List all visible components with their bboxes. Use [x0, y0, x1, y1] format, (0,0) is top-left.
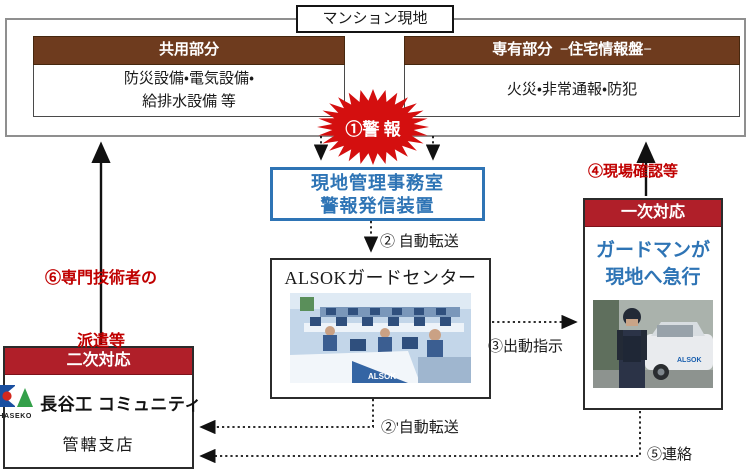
primary-response-message: ガードマンが 現地へ急行	[585, 237, 721, 291]
office-transmitter-box: 現地管理事務室 警報発信装置	[270, 167, 485, 221]
haseko-logo-mark	[0, 385, 34, 407]
office-line1: 現地管理事務室	[311, 173, 444, 193]
site-title-label: マンション現地	[322, 11, 428, 27]
step6-line2: 派遣等	[76, 333, 125, 350]
svg-text:ALSOK: ALSOK	[368, 372, 396, 381]
guard-center-box: ALSOKガードセンター	[270, 258, 491, 399]
starburst-shape	[317, 89, 429, 165]
private-area-header: 専有部分 −住宅情報盤−	[404, 36, 740, 65]
common-area-line1: 防災設備・電気設備・	[123, 71, 255, 87]
primary-response-box: 一次対応 ガードマンが 現地へ急行 ALSOK	[583, 198, 723, 410]
primary-response-header: 一次対応	[585, 200, 721, 227]
secondary-response-header: 二次対応	[5, 348, 192, 375]
alarm-label: ①警 報	[345, 119, 401, 139]
branch-label: 管轄支店	[62, 437, 135, 454]
primary-line1: ガードマンが	[595, 240, 710, 261]
private-area-box: 専有部分 −住宅情報盤− 火災・非常通報・防犯	[404, 36, 740, 117]
step2-label: ② 自動転送	[380, 234, 459, 250]
step3-label: ③出動指示	[488, 339, 564, 355]
primary-line2: 現地へ急行	[605, 267, 701, 288]
office-line2: 警報発信装置	[320, 196, 435, 216]
guard-photo: ALSOK	[593, 300, 713, 388]
secondary-response-box: 二次対応 HASEKO 長谷工 コミュニティ 管轄支店	[0, 346, 201, 469]
haseko-logo: HASEKO	[0, 385, 35, 420]
private-area-body: 火災・非常通報・防犯	[405, 65, 739, 115]
guard-center-title: ALSOKガードセンター	[284, 268, 477, 288]
step6-line1: ⑥専門技術者の	[44, 270, 157, 287]
svg-text:ALSOK: ALSOK	[677, 357, 702, 364]
common-area-header: 共用部分	[33, 36, 345, 65]
step2b-arrow	[199, 399, 374, 435]
step4-label: ④現場確認等	[588, 164, 679, 180]
step5-label: ⑤連絡	[647, 447, 693, 463]
guard-center-photo: ALSOK	[290, 293, 471, 383]
common-area-body: 防災設備・電気設備・ 給排水設備 等	[34, 65, 344, 114]
haseko-logo-text: HASEKO	[0, 413, 32, 420]
step6-label: ⑥専門技術者の 派遣等	[35, 226, 167, 394]
haseko-logo-row: HASEKO 長谷工 コミュニティ	[0, 385, 201, 420]
alarm-starburst: ①警 報	[316, 88, 430, 166]
site-title-box: マンション現地	[296, 5, 454, 33]
common-area-line2: 給排水設備 等	[142, 94, 236, 110]
step2b-label: ②'自動転送	[381, 420, 459, 436]
common-area-box: 共用部分 防災設備・電気設備・ 給排水設備 等	[33, 36, 345, 117]
company-name: 長谷工 コミュニティ	[40, 395, 202, 414]
